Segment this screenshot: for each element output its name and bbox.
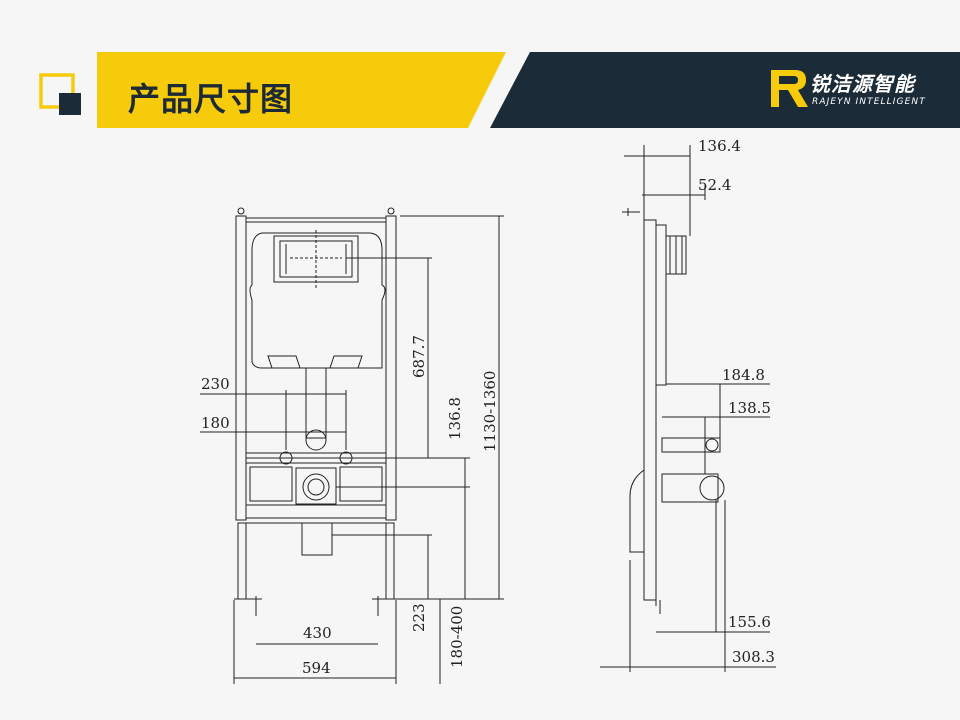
dim-pipe-spacing-upper: 230 bbox=[201, 375, 230, 393]
dim-pipe-spacing-lower: 180 bbox=[201, 414, 230, 432]
dim-width-feet: 430 bbox=[303, 624, 332, 642]
cistern-outline bbox=[249, 232, 386, 369]
dim-width-overall: 594 bbox=[302, 659, 331, 677]
toilet-outlet bbox=[295, 467, 337, 505]
dim-pipe-depth-lower: 138.5 bbox=[728, 399, 771, 417]
title-banner bbox=[97, 52, 506, 128]
dim-plate-depth: 52.4 bbox=[698, 176, 731, 194]
rajeyn-r-logo-icon bbox=[771, 70, 808, 107]
side-upper-pipe bbox=[661, 437, 721, 453]
title-square-outline-icon bbox=[39, 73, 75, 109]
title-square-filled-icon bbox=[59, 93, 81, 115]
brand-subtitle: RAJEYN INTELLIGENT bbox=[812, 97, 926, 107]
side-lower-pipe bbox=[661, 473, 719, 503]
brand-name: 锐洁源智能 bbox=[810, 72, 915, 96]
dim-leg-height: 223 bbox=[410, 603, 428, 632]
leg-left bbox=[237, 522, 247, 600]
flush-pipe bbox=[305, 367, 327, 439]
dim-top-depth: 136.4 bbox=[698, 137, 741, 155]
dim-leg-adjust: 180-400 bbox=[448, 606, 466, 668]
front-view bbox=[200, 207, 504, 684]
leg-right bbox=[385, 522, 395, 600]
dim-pipe-depth-upper: 184.8 bbox=[722, 366, 765, 384]
dim-total-height: 1130-1360 bbox=[481, 371, 499, 452]
dim-tank-height: 687.7 bbox=[410, 335, 428, 378]
frame-right-post bbox=[385, 215, 397, 521]
frame-left-post bbox=[235, 215, 247, 521]
dim-total-depth: 308.3 bbox=[732, 648, 775, 666]
header-band bbox=[39, 52, 960, 128]
dim-outlet-height: 136.8 bbox=[446, 397, 464, 440]
side-frame bbox=[643, 219, 657, 601]
dim-bottom-depth: 155.6 bbox=[728, 613, 771, 631]
page-title: 产品尺寸图 bbox=[128, 80, 294, 118]
brand-banner bbox=[490, 52, 960, 128]
side-view bbox=[600, 145, 776, 672]
